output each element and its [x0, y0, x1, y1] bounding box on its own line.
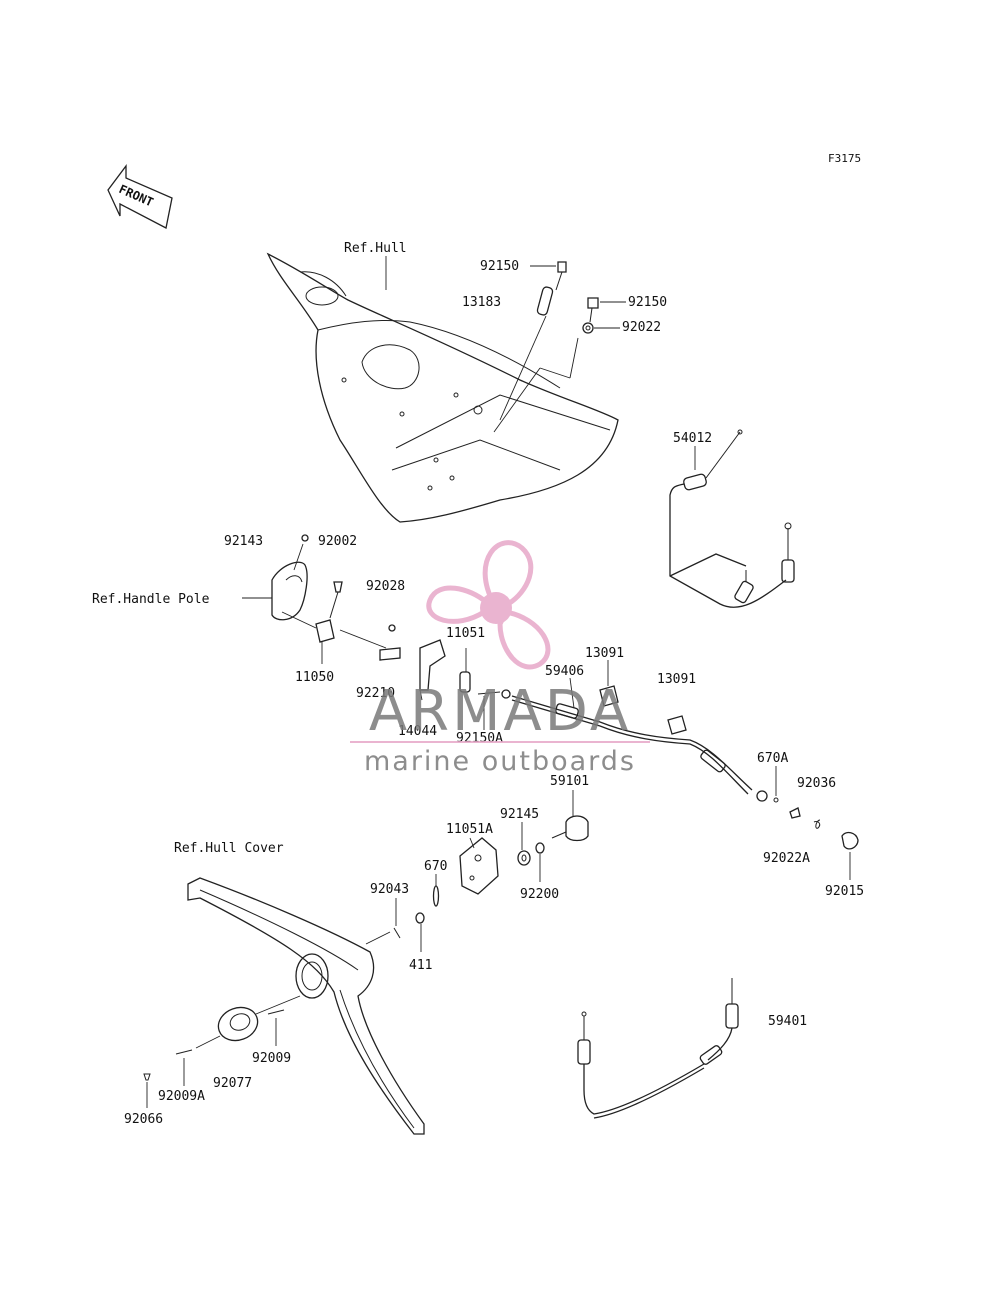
- part-670A: 670A: [757, 751, 788, 766]
- lower-fittings: 59101 92145 92200 11051A 670 92043 411: [365, 774, 589, 973]
- hull-drawing: Ref.Hull: [266, 241, 619, 523]
- cable-59406: 59406 13091 13091 670A 92036 92022A 9201…: [477, 646, 864, 899]
- part-92009: 92009: [252, 1051, 291, 1066]
- part-92043: 92043: [370, 882, 409, 897]
- part-92028: 92028: [366, 579, 405, 594]
- part-92036: 92036: [797, 776, 836, 791]
- part-11051: 11051: [446, 626, 485, 641]
- cable-54012: 54012: [669, 429, 795, 608]
- part-59406: 59406: [545, 664, 584, 679]
- ref-hull-label: Ref.Hull: [344, 241, 407, 256]
- part-92143: 92143: [224, 534, 263, 549]
- part-59401: 59401: [768, 1014, 807, 1029]
- part-92022A: 92022A: [763, 851, 810, 866]
- part-59101: 59101: [550, 774, 589, 789]
- part-92066: 92066: [124, 1112, 163, 1127]
- part-92150-right: 92150: [628, 295, 667, 310]
- propeller-logo-icon: [426, 540, 551, 670]
- part-92015: 92015: [825, 884, 864, 899]
- part-13091-a: 13091: [585, 646, 624, 661]
- part-411: 411: [409, 958, 432, 973]
- part-92145: 92145: [500, 807, 539, 822]
- figure-code: F3175: [828, 152, 861, 165]
- part-14044: 14044: [398, 724, 437, 739]
- part-92150-top: 92150: [480, 259, 519, 274]
- part-13091-b: 13091: [657, 672, 696, 687]
- part-92002: 92002: [318, 534, 357, 549]
- watermark-brand: ARMADA: [369, 679, 631, 744]
- watermark-tagline: marine outboards: [364, 746, 636, 777]
- armada-watermark: ARMADA marine outboards: [350, 540, 650, 777]
- part-11050: 11050: [295, 670, 334, 685]
- part-92022: 92022: [622, 320, 661, 335]
- ref-hull-cover-label: Ref.Hull Cover: [174, 841, 284, 856]
- part-92210: 92210: [356, 686, 395, 701]
- part-13183: 13183: [462, 295, 501, 310]
- handle-pole-parts: 92143 92002 92028 Ref.Handle Pole 11050 …: [92, 534, 503, 746]
- part-54012: 54012: [673, 431, 712, 446]
- part-670: 670: [424, 859, 447, 874]
- ref-handle-pole-label: Ref.Handle Pole: [92, 592, 210, 607]
- top-fasteners: 92150 13183 92150 92022: [462, 259, 667, 433]
- cable-59401: 59401: [577, 978, 807, 1119]
- part-11051A: 11051A: [446, 822, 493, 837]
- front-arrow-icon: FRONT: [107, 164, 173, 229]
- part-92009A: 92009A: [158, 1089, 205, 1104]
- part-92200: 92200: [520, 887, 559, 902]
- hull-cover-drawing: Ref.Hull Cover 92009 92077 92009A 92066: [124, 841, 425, 1135]
- part-92077: 92077: [213, 1076, 252, 1091]
